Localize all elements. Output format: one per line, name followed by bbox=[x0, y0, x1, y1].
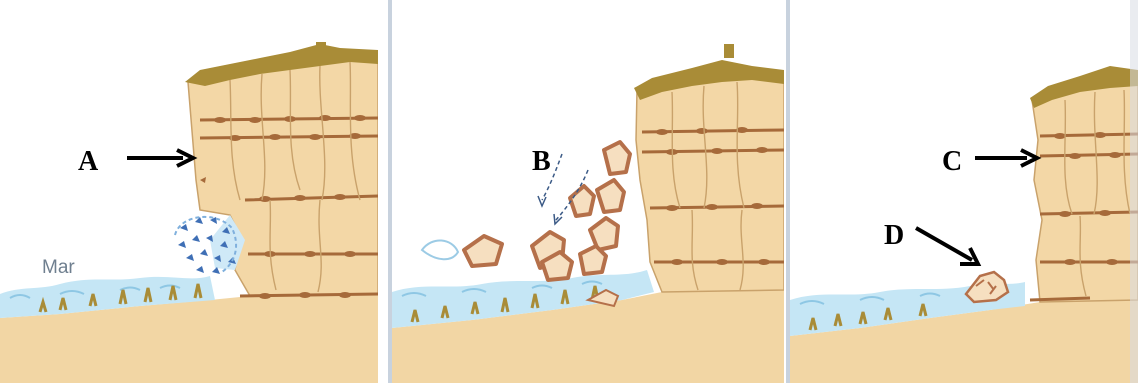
arrow-c-icon bbox=[973, 146, 1043, 170]
arrow-a-icon bbox=[125, 146, 205, 170]
arrow-d-icon bbox=[912, 222, 992, 272]
panel-2-cliff-collapse: B bbox=[392, 0, 784, 383]
panel-1-wave-erosion: Mar A bbox=[0, 0, 378, 383]
label-a: A bbox=[78, 148, 98, 176]
panel-1-drawing bbox=[0, 0, 378, 383]
panel-3-drawing bbox=[790, 0, 1138, 383]
sea-label: Mar bbox=[42, 258, 75, 277]
panel-2-drawing bbox=[392, 0, 784, 383]
label-b: B bbox=[532, 148, 551, 176]
label-c: C bbox=[942, 148, 962, 176]
label-d: D bbox=[884, 222, 904, 250]
panel-3-retreated-cliff: C D bbox=[790, 0, 1138, 383]
